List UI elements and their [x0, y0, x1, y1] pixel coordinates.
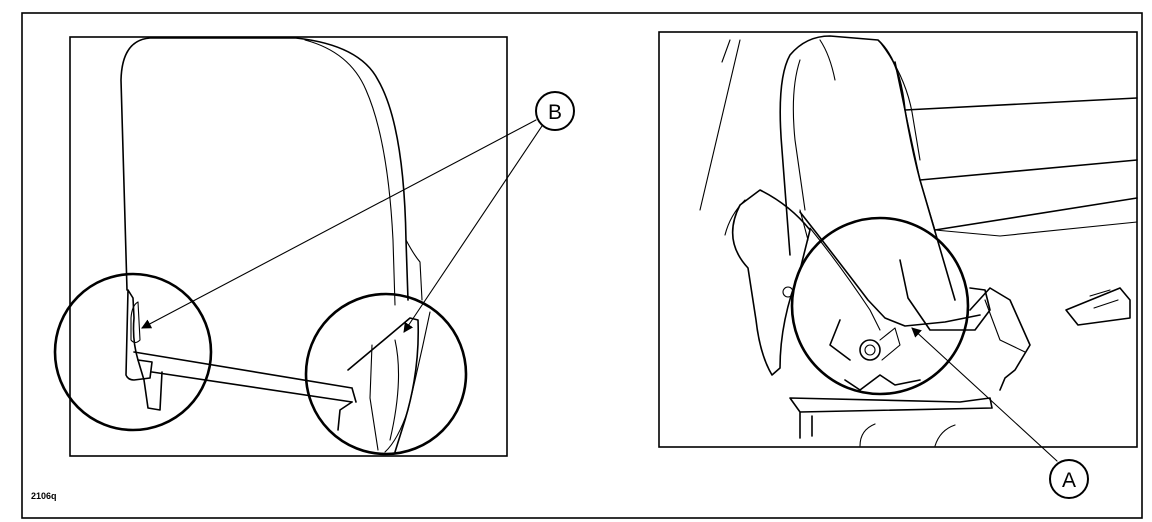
- latch-housing: [899, 259, 991, 331]
- side-shield: [731, 189, 811, 376]
- background-outline: [699, 39, 741, 211]
- left-detail-circle: [53, 272, 213, 432]
- latch-bolt-arm: [879, 327, 901, 361]
- side-rail-end: [1065, 287, 1131, 326]
- right-detail-circle: [304, 292, 468, 456]
- seat-cushion: [894, 61, 1138, 231]
- left-hinge-plate: [137, 359, 163, 411]
- reference-code: 2106q: [31, 491, 57, 501]
- latch-bolt-inner: [864, 344, 876, 356]
- tilted-seat-back-fold: [879, 41, 921, 161]
- tilted-seat-back-edge: [792, 39, 836, 211]
- side-rail-slots: [1089, 289, 1119, 309]
- tilted-seat-back: [779, 35, 956, 301]
- left-panel-frame: [69, 36, 508, 457]
- left-hinge-tab: [130, 301, 141, 344]
- under-seat-outline: [859, 423, 956, 447]
- side-shield-edge: [724, 199, 809, 241]
- seat-guide-rail-edge: [984, 299, 1026, 353]
- cross-bar: [133, 351, 357, 403]
- latch-arm: [799, 211, 981, 327]
- latch-arm-inner: [809, 227, 881, 331]
- right-hinge-seam: [369, 339, 400, 451]
- seat-guide-rail: [969, 287, 1031, 391]
- right-hinge-bracket: [337, 317, 420, 453]
- callout-b-label: B: [548, 101, 562, 124]
- right-panel: A: [658, 31, 1138, 499]
- latch-bracket: [829, 319, 921, 391]
- seat-back-outline: [120, 37, 409, 301]
- callout-a-leader: [911, 327, 1058, 462]
- seat-cushion-side: [904, 109, 1138, 237]
- seat-back-side-seam: [405, 239, 423, 301]
- seat-back-inner-edge: [304, 39, 396, 306]
- outer-frame: [21, 12, 1143, 519]
- left-hinge-bracket: [125, 289, 153, 381]
- callout-b-leader-right: [403, 125, 543, 333]
- left-panel: B: [53, 36, 575, 457]
- callout-a-circle: [1049, 459, 1089, 499]
- right-panel-frame: [658, 31, 1138, 448]
- latch-detail-circle: [790, 216, 970, 396]
- callout-b-circle: [535, 91, 575, 131]
- right-hinge-tip: [384, 311, 431, 453]
- callout-a-label: A: [1062, 469, 1076, 492]
- callout-b-leader-left: [141, 119, 537, 329]
- floor-rail: [789, 397, 993, 439]
- latch-bolt: [859, 339, 881, 361]
